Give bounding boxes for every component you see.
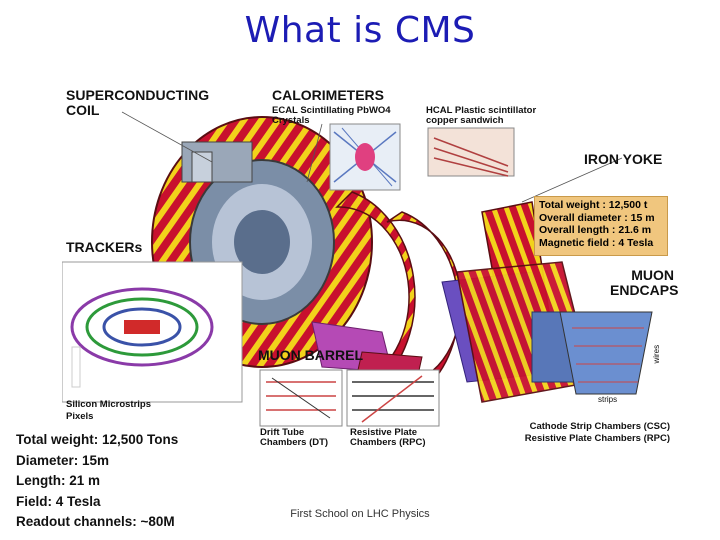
slide-title: What is CMS: [0, 10, 720, 51]
silicon-microstrips-label: Silicon Microstrips: [66, 400, 151, 410]
stat-readout-channels: Readout channels: ~80M: [16, 512, 178, 533]
wires-label: wires: [653, 345, 661, 364]
spec-overall-diameter: Overall diameter : 15 m: [539, 212, 663, 225]
tracker-inset: [62, 262, 242, 402]
rpc-endcap-label: Resistive Plate Chambers (RPC): [500, 434, 670, 444]
spec-overall-length: Overall length : 21.6 m: [539, 224, 663, 237]
detector-specs-box: Total weight : 12,500 t Overall diameter…: [534, 196, 668, 256]
spec-magnetic-field: Magnetic field : 4 Tesla: [539, 237, 663, 250]
stat-length: Length: 21 m: [16, 471, 178, 492]
calorimeters-label: CALORIMETERS: [272, 88, 384, 103]
stat-total-weight: Total weight: 12,500 Tons: [16, 430, 178, 451]
pixels-label: Pixels: [66, 412, 93, 422]
csc-inset: [560, 312, 652, 394]
slide-footer: First School on LHC Physics: [260, 508, 460, 520]
rpc-inset: [347, 370, 439, 426]
dt-label: Drift Tube Chambers (DT): [260, 428, 340, 448]
cms-detector-figure: SUPERCONDUCTING COIL CALORIMETERS ECAL S…: [62, 82, 674, 450]
superconducting-coil-label: SUPERCONDUCTING COIL: [66, 88, 246, 117]
detector-stats-list: Total weight: 12,500 Tons Diameter: 15m …: [16, 430, 178, 533]
hcal-label: HCAL Plastic scintillator copper sandwic…: [426, 106, 546, 126]
dt-inset: [260, 370, 342, 426]
csc-label: Cathode Strip Chambers (CSC): [500, 422, 670, 432]
iron-yoke-label: IRON YOKE: [584, 152, 662, 167]
stat-diameter: Diameter: 15m: [16, 451, 178, 472]
muon-endcaps-label: MUON ENDCAPS: [610, 268, 674, 297]
trackers-label: TRACKERs: [66, 240, 142, 255]
muon-barrel-label: MUON BARREL: [258, 348, 363, 363]
hcal-inset: [428, 128, 514, 176]
strips-label: strips: [598, 396, 617, 404]
cms-detector-illustration: [62, 82, 674, 450]
rpc-label: Resistive Plate Chambers (RPC): [350, 428, 450, 448]
ecal-inset: [330, 124, 400, 190]
spec-total-weight: Total weight : 12,500 t: [539, 199, 663, 212]
stat-field: Field: 4 Tesla: [16, 492, 178, 513]
ecal-label: ECAL Scintillating PbWO4 Crystals: [272, 106, 422, 126]
